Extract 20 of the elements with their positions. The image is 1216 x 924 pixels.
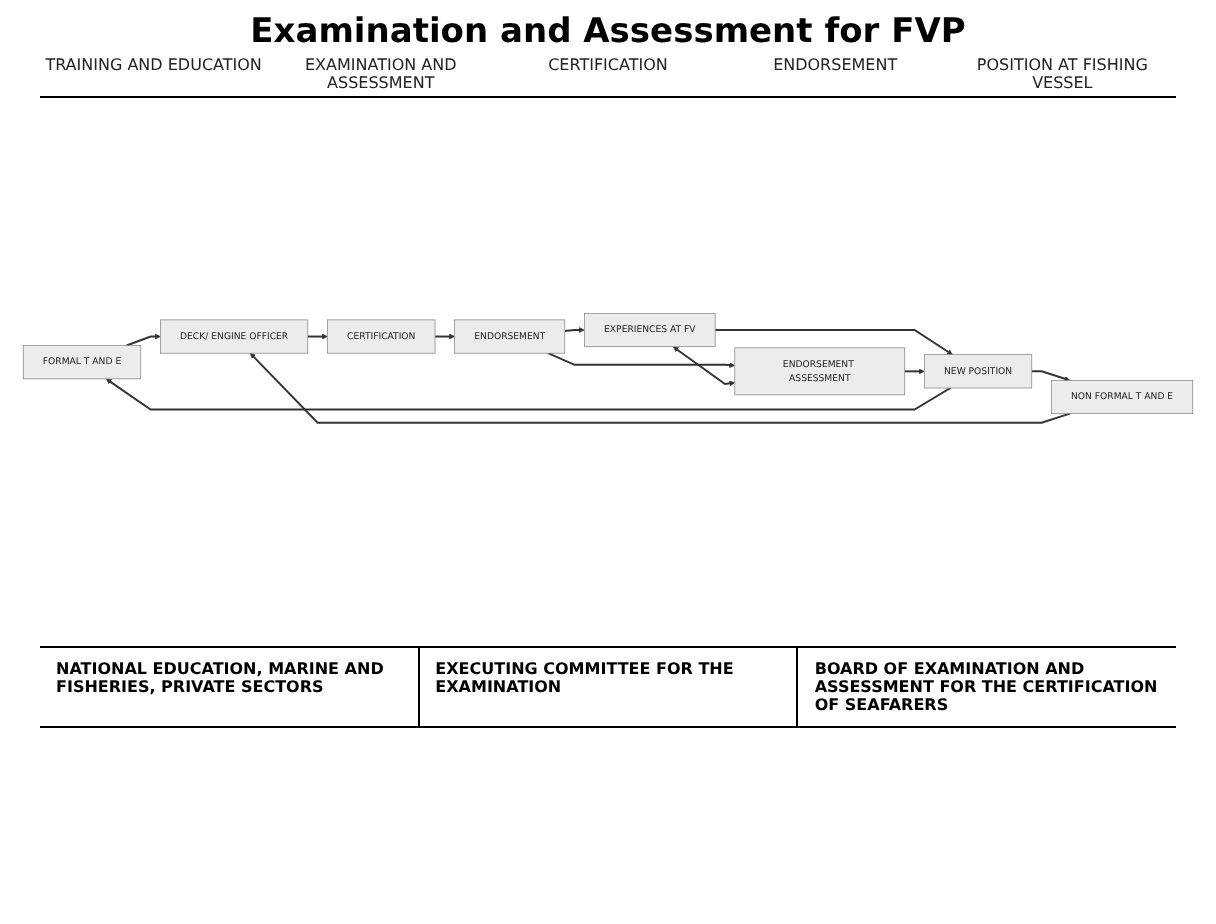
- table-cell: EXECUTING COMMITTEE FOR THE EXAMINATION: [419, 648, 799, 726]
- diagram-title: Examination and Assessment for FVP: [248, 12, 968, 52]
- column-header: POSITION AT FISHING VESSEL: [974, 56, 1150, 92]
- arrow: [306, 333, 328, 340]
- arrow: [125, 333, 161, 347]
- arrow: [105, 378, 952, 411]
- column-header: CERTIFICATION: [546, 56, 670, 78]
- arrow: [714, 329, 953, 355]
- arrow: [673, 346, 736, 387]
- arrow: [250, 352, 1071, 424]
- arrow: [903, 368, 925, 375]
- arrow: [547, 352, 736, 368]
- table-cell: NATIONAL EDUCATION, MARINE AND FISHERIES, PRIVATE SECTORS: [40, 648, 420, 726]
- column-header: EXAMINATION AND ASSESSMENT: [302, 56, 459, 92]
- arrow: [563, 327, 585, 333]
- column-header: ENDORSEMENT: [771, 56, 900, 78]
- table-cell-text: BOARD OF EXAMINATION AND ASSESSMENT FOR THE CERTIFICATION OF SEAFARERS: [812, 658, 1160, 718]
- arrow: [1030, 370, 1071, 382]
- column-header: TRAINING AND EDUCATION: [43, 56, 264, 78]
- arrow: [434, 333, 455, 340]
